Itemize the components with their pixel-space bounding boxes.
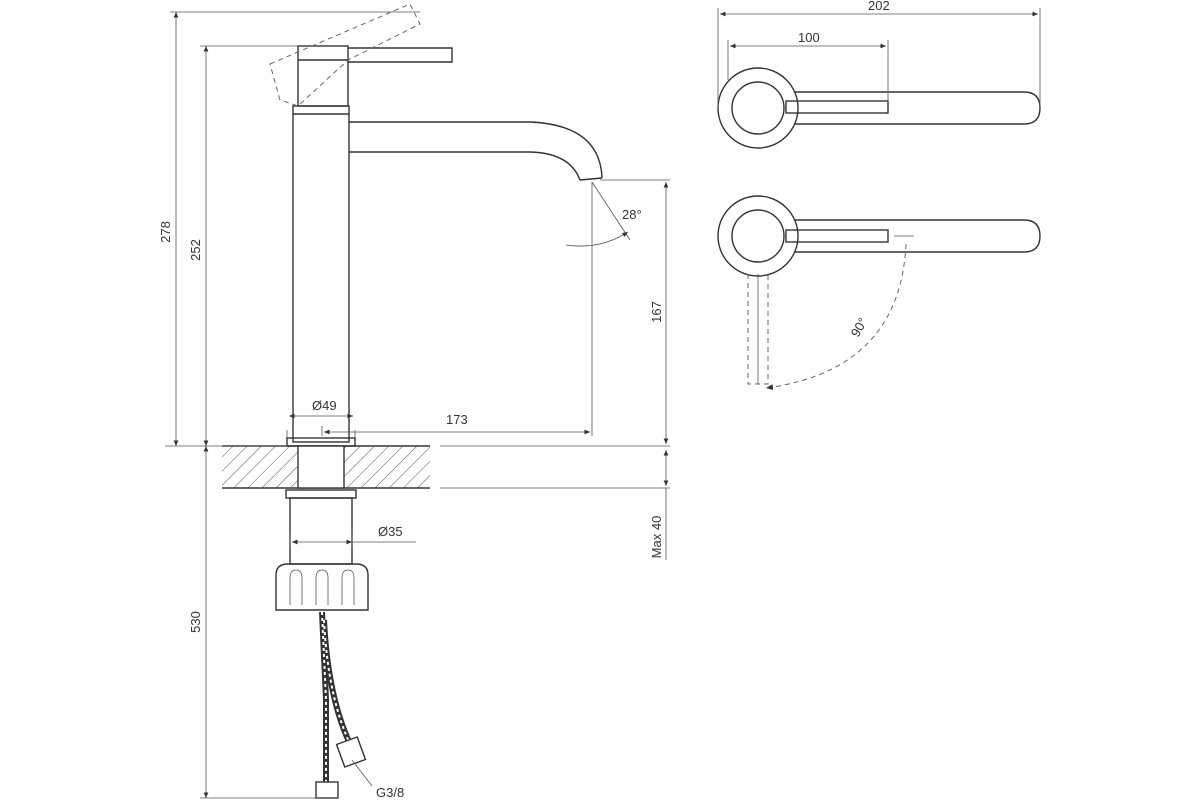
- faucet-body: [292, 105, 350, 443]
- hose-fitting-left: [315, 781, 339, 799]
- faucet-side-view: 28°: [222, 3, 642, 799]
- dim-base-diameter: Ø49: [312, 398, 337, 413]
- dim-shank-diameter: Ø35: [378, 524, 403, 539]
- handle-top-view-1: [717, 67, 1041, 149]
- hose-fitting-right: [335, 736, 367, 768]
- dim-handle-length: 100: [798, 30, 820, 45]
- dim-total-height: 278: [158, 221, 173, 243]
- dim-hose-thread: G3/8: [376, 785, 404, 800]
- fixing-nut: [275, 563, 369, 611]
- dim-handle-rotation: 90°: [848, 315, 871, 340]
- dim-counter-thickness: Max 40: [649, 516, 664, 559]
- countertop-left: [222, 446, 298, 488]
- shank-through-counter: [297, 445, 345, 489]
- handle-cap: [297, 45, 349, 107]
- dim-body-height: 252: [188, 239, 203, 261]
- lock-nut: [285, 489, 357, 499]
- spout: [349, 121, 603, 179]
- top-view-dimensions: 202 100: [717, 0, 1041, 108]
- countertop-right: [344, 446, 430, 488]
- shank: [289, 497, 353, 565]
- lever-rotated-position: [269, 3, 421, 107]
- dimension-lines: 278 252 530 Ø49 173 167 Max 40 Ø35: [158, 11, 670, 800]
- dim-spout-height: 167: [649, 301, 664, 323]
- dim-reach: 173: [446, 412, 468, 427]
- lever-handle: [348, 47, 453, 63]
- handle-top-view-2: 90°: [717, 195, 1041, 391]
- dim-handle-total-length: 202: [868, 0, 890, 13]
- dim-hose-length: 530: [188, 611, 203, 633]
- spout-angle-label: 28°: [622, 207, 642, 222]
